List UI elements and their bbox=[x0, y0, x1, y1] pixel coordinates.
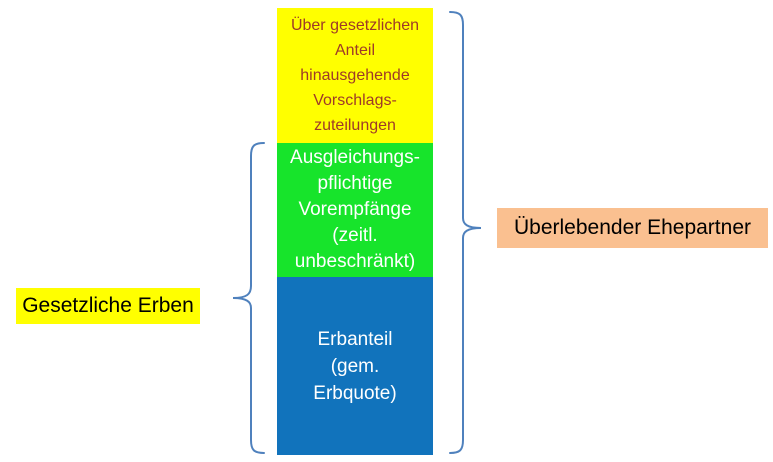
label-gesetzliche-erben: Gesetzliche Erben bbox=[16, 288, 200, 324]
label-gesetzliche-erben-text: Gesetzliche Erben bbox=[22, 294, 194, 317]
right-curly-brace bbox=[449, 11, 482, 454]
label-ueberlebender-ehepartner-text: Überlebender Ehepartner bbox=[514, 216, 751, 239]
left-curly-brace bbox=[232, 142, 265, 454]
segment-label: Über gesetzlichen Anteil hinausgehende V… bbox=[290, 17, 420, 134]
right-curly-brace-path bbox=[449, 11, 482, 454]
label-ueberlebender-ehepartner: Überlebender Ehepartner bbox=[497, 208, 768, 248]
left-curly-brace-path bbox=[232, 142, 265, 454]
segment-label: Erbanteil (gem. Erbquote) bbox=[313, 328, 397, 404]
bar-segment-vorempfaenge: Ausgleichungs- pflichtige Vorempfänge (z… bbox=[277, 143, 433, 277]
bar-segment-erbanteil: Erbanteil (gem. Erbquote) bbox=[277, 277, 433, 455]
bar-segment-vorschlagszuteilungen: Über gesetzlichen Anteil hinausgehende V… bbox=[277, 8, 433, 143]
segment-label: Ausgleichungs- pflichtige Vorempfänge (z… bbox=[290, 147, 420, 272]
